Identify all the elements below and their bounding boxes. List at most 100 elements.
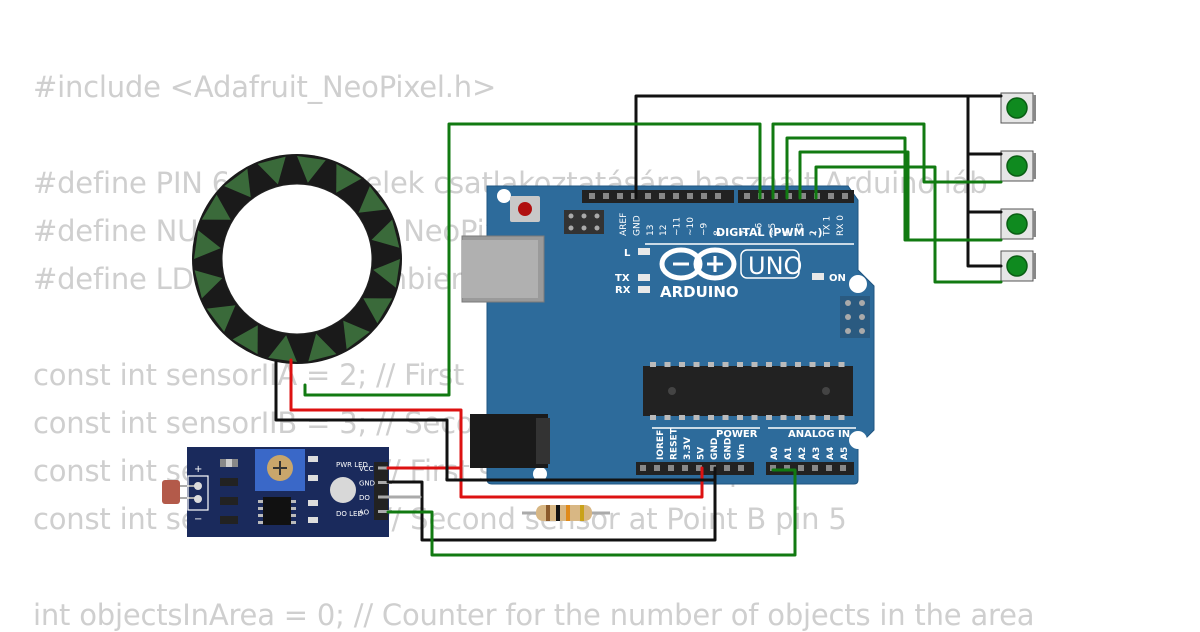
wire-gnd-buttons[interactable] <box>634 94 1003 200</box>
chip-leg <box>708 415 714 420</box>
pushbutton-4[interactable] <box>1000 250 1036 282</box>
neopixel-led <box>363 298 393 324</box>
ldr-socket <box>187 475 209 511</box>
pushbutton-group <box>1000 92 1036 282</box>
wire-5v[interactable] <box>459 466 704 499</box>
pushbutton-1[interactable] <box>1000 92 1036 124</box>
pin-hole <box>645 193 651 199</box>
pin-hole <box>603 193 609 199</box>
photoresistor <box>162 480 180 504</box>
pushbutton-cap[interactable] <box>1006 255 1028 277</box>
chip-leg <box>824 415 830 420</box>
pin-hole <box>659 193 665 199</box>
neopixel-led <box>201 194 231 220</box>
neopixel-ring[interactable] <box>192 154 402 364</box>
pushbutton-cap[interactable] <box>1006 97 1028 119</box>
usb-connector-face <box>462 240 538 298</box>
pin-hole <box>744 193 750 199</box>
pin-hole <box>812 465 818 471</box>
neopixel-led <box>343 320 370 350</box>
wire-ring-vcc[interactable] <box>289 358 463 468</box>
neopixel-led <box>373 259 400 288</box>
resistor-band <box>566 505 570 521</box>
neopixel-led <box>358 186 388 213</box>
led-rx <box>638 286 650 293</box>
wires <box>274 94 1003 557</box>
neopixel-led <box>257 156 286 185</box>
ring-pixels <box>194 156 400 362</box>
wire-button-3[interactable] <box>798 150 910 240</box>
pushbutton-cap[interactable] <box>1006 155 1028 177</box>
resistor-band <box>556 505 560 521</box>
chip-leg <box>751 415 758 420</box>
digital-pin-label: 8 <box>713 230 723 236</box>
digital-pin-label: AREF <box>619 213 629 236</box>
neopixel-led <box>336 163 362 193</box>
pushbutton-cap[interactable] <box>1006 213 1028 235</box>
pin-hole <box>724 465 730 471</box>
chip-leg <box>838 415 845 420</box>
chip-legs <box>650 362 845 420</box>
pushbutton-2[interactable] <box>1000 150 1036 182</box>
pushbutton-3[interactable] <box>1000 208 1036 240</box>
digital-pin-label: ~6 <box>755 222 765 236</box>
arduino-brand-label: ARDUINO <box>660 283 739 301</box>
uno-model-label: UNO <box>748 252 802 280</box>
minus-label: − <box>194 514 202 525</box>
led-l <box>638 248 650 255</box>
wire-button-1[interactable] <box>771 122 1003 200</box>
neopixel-led <box>297 156 326 183</box>
chip-leg <box>795 415 801 420</box>
chip-leg <box>708 362 714 367</box>
digital-pin-label: GND <box>632 215 642 236</box>
module-pin-header <box>374 462 388 520</box>
chip-leg <box>722 362 729 367</box>
bottom-pin-holes <box>640 465 846 471</box>
digital-pin-label: ~3 <box>795 223 805 236</box>
power-pin-label: Vin <box>737 444 747 460</box>
wire-ring-data[interactable] <box>303 122 762 397</box>
pin-hole <box>800 193 806 199</box>
pin-hole <box>701 193 707 199</box>
wire-button-2[interactable] <box>785 136 1003 242</box>
smd-part <box>308 500 318 506</box>
wire-module-gnd[interactable] <box>386 468 717 542</box>
pin-hole <box>640 465 646 471</box>
mount-hole <box>849 275 867 293</box>
chip-dot <box>822 387 830 395</box>
digital-pin-label: RX 0 <box>836 215 846 236</box>
pin-hole <box>668 465 674 471</box>
neopixel-led <box>194 230 221 259</box>
pin-hole <box>696 465 702 471</box>
pin-hole <box>687 193 693 199</box>
chip-leg <box>780 362 787 367</box>
chip-leg <box>693 415 700 420</box>
pin-hole <box>631 193 637 199</box>
power-header <box>636 462 754 475</box>
neopixel-led <box>308 333 337 362</box>
ring-inner-hole <box>222 184 372 334</box>
wire-button-4[interactable] <box>814 165 1003 284</box>
digital-pin-label: 12 <box>659 225 669 236</box>
pin-hole <box>617 193 623 199</box>
digital-pin-label: TX 1 <box>823 216 833 237</box>
digital-header-right <box>738 190 854 203</box>
wire-module-ao[interactable] <box>386 468 797 557</box>
chip-leg <box>737 362 743 367</box>
digital-pin-label: 2 <box>809 230 819 236</box>
chip-leg <box>664 415 671 420</box>
smd-part <box>308 456 318 462</box>
reset-button-cap[interactable] <box>518 202 532 216</box>
smd-part <box>308 517 318 523</box>
analog-pin-label: A0 <box>770 447 780 460</box>
module-pin-label: GND <box>359 480 375 488</box>
analog-pin-label: A3 <box>812 447 822 460</box>
mount-hole <box>533 467 547 481</box>
digital-header-label: DIGITAL (PWM ~) <box>716 226 823 239</box>
led-tx <box>638 274 650 281</box>
pin-hole <box>682 465 688 471</box>
resistor[interactable] <box>522 505 610 521</box>
